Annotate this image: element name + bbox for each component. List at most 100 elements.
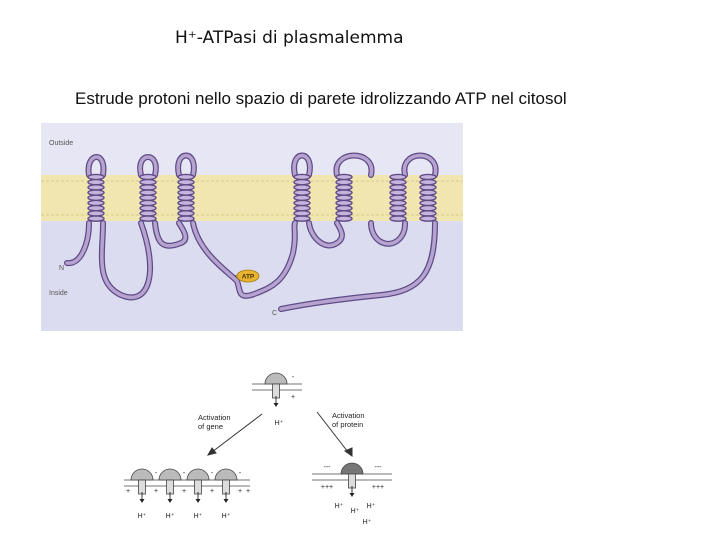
helix-4 xyxy=(293,173,311,222)
helix-turn xyxy=(87,184,105,191)
arrow-to-gene xyxy=(211,413,263,453)
proton-pump xyxy=(214,468,238,503)
atp-label: ATP xyxy=(242,274,255,281)
minus-sign: --- xyxy=(324,464,332,471)
helix-turn xyxy=(419,184,437,191)
atpase-topology-figure: Outside Inside N C D ATP xyxy=(41,123,463,331)
helix-turn xyxy=(177,194,195,202)
proton-pump xyxy=(340,462,364,497)
proton-pump xyxy=(264,372,288,407)
minus-sign: - xyxy=(211,470,214,477)
helix-turn xyxy=(177,210,195,217)
pump-channel xyxy=(194,479,202,495)
helix-turn xyxy=(389,178,407,186)
helix-turn xyxy=(419,178,437,186)
pump-channel xyxy=(138,479,146,495)
helix-turn xyxy=(293,194,311,202)
proton-arrow-head xyxy=(349,493,355,497)
helix-turn xyxy=(389,173,407,181)
n-terminus-label: N xyxy=(59,265,64,272)
plus-sign: + xyxy=(154,488,158,495)
pump-head xyxy=(186,468,210,481)
outside-region xyxy=(41,123,463,175)
inside-label: Inside xyxy=(49,290,68,297)
helix-turn xyxy=(293,173,311,181)
h-plus-label: H⁺ xyxy=(367,503,376,510)
helix-turn xyxy=(87,189,105,196)
proton-pump xyxy=(130,468,154,503)
helix-turn xyxy=(293,204,311,212)
helix-turn xyxy=(389,204,407,212)
proton-arrow-head xyxy=(195,499,201,503)
helix-turn xyxy=(389,210,407,217)
minus-sign: - xyxy=(239,470,242,477)
helix-7 xyxy=(419,173,437,222)
helix-turn xyxy=(139,199,157,207)
extracellular-loops-fill xyxy=(86,153,438,177)
minus-sign: - xyxy=(155,470,158,477)
helix-turn xyxy=(293,215,311,222)
plus-sign: + xyxy=(182,488,186,495)
helix-turn xyxy=(335,173,353,181)
h-plus-label: H⁺ xyxy=(222,513,231,520)
helix-turn xyxy=(293,189,311,196)
helix-turn xyxy=(389,199,407,207)
plus-sign: +++ xyxy=(372,484,384,491)
helix-turn xyxy=(177,189,195,196)
h-plus-label: H⁺ xyxy=(351,508,360,515)
helix-turn xyxy=(293,210,311,217)
helix-turn xyxy=(389,189,407,196)
arrow-head-gene xyxy=(206,447,217,456)
pump-head xyxy=(130,468,154,481)
pump-channel xyxy=(222,479,230,495)
helix-turn xyxy=(87,199,105,207)
proton-arrow-head xyxy=(273,403,279,407)
pump-head xyxy=(264,372,288,385)
helix-turn xyxy=(419,189,437,196)
helix-turn xyxy=(419,199,437,207)
h-plus-label: H⁺ xyxy=(166,513,175,520)
helix-turn xyxy=(177,204,195,212)
plus-sign: + xyxy=(291,394,295,401)
helix-turn xyxy=(87,194,105,202)
h-plus-label: H⁺ xyxy=(194,513,203,520)
helix-turn xyxy=(139,184,157,191)
helix-turn xyxy=(87,215,105,222)
helix-turn xyxy=(139,189,157,196)
proton-arrow-head xyxy=(139,499,145,503)
helix-turn xyxy=(335,178,353,186)
helix-turn xyxy=(139,210,157,217)
h-plus-label: H⁺ xyxy=(138,513,147,520)
helix-turn xyxy=(177,215,195,222)
helix-turn xyxy=(87,204,105,212)
helix-turn xyxy=(419,210,437,217)
polypeptide-chain-fill xyxy=(65,221,437,311)
helix-turn xyxy=(177,178,195,186)
helix-turn xyxy=(293,199,311,207)
plus-sign: + xyxy=(210,488,214,495)
helix-3 xyxy=(177,173,195,222)
helix-turn xyxy=(177,173,195,181)
activation-arrows xyxy=(206,411,353,457)
minus-sign: --- xyxy=(375,464,383,471)
helix-turn xyxy=(335,204,353,212)
pump-head xyxy=(340,462,364,475)
pump-head xyxy=(214,468,238,481)
h-plus-label: H⁺ xyxy=(363,519,372,526)
proton-pump xyxy=(186,468,210,503)
pump-channel xyxy=(166,479,174,495)
proton-pump xyxy=(158,468,182,503)
slide-subtitle: Estrude protoni nello spazio di parete i… xyxy=(75,89,567,108)
helix-turn xyxy=(389,184,407,191)
helix-turn xyxy=(335,215,353,222)
h-plus-label: H⁺ xyxy=(275,420,284,427)
helix-turn xyxy=(335,189,353,196)
protein-activation-pump: ------++++++H⁺H⁺H⁺H⁺ xyxy=(312,462,392,526)
helix-turn xyxy=(293,184,311,191)
helix-turn xyxy=(87,173,105,181)
atp-molecule xyxy=(236,269,260,283)
helix-turn xyxy=(87,210,105,217)
pump-head xyxy=(158,468,182,481)
